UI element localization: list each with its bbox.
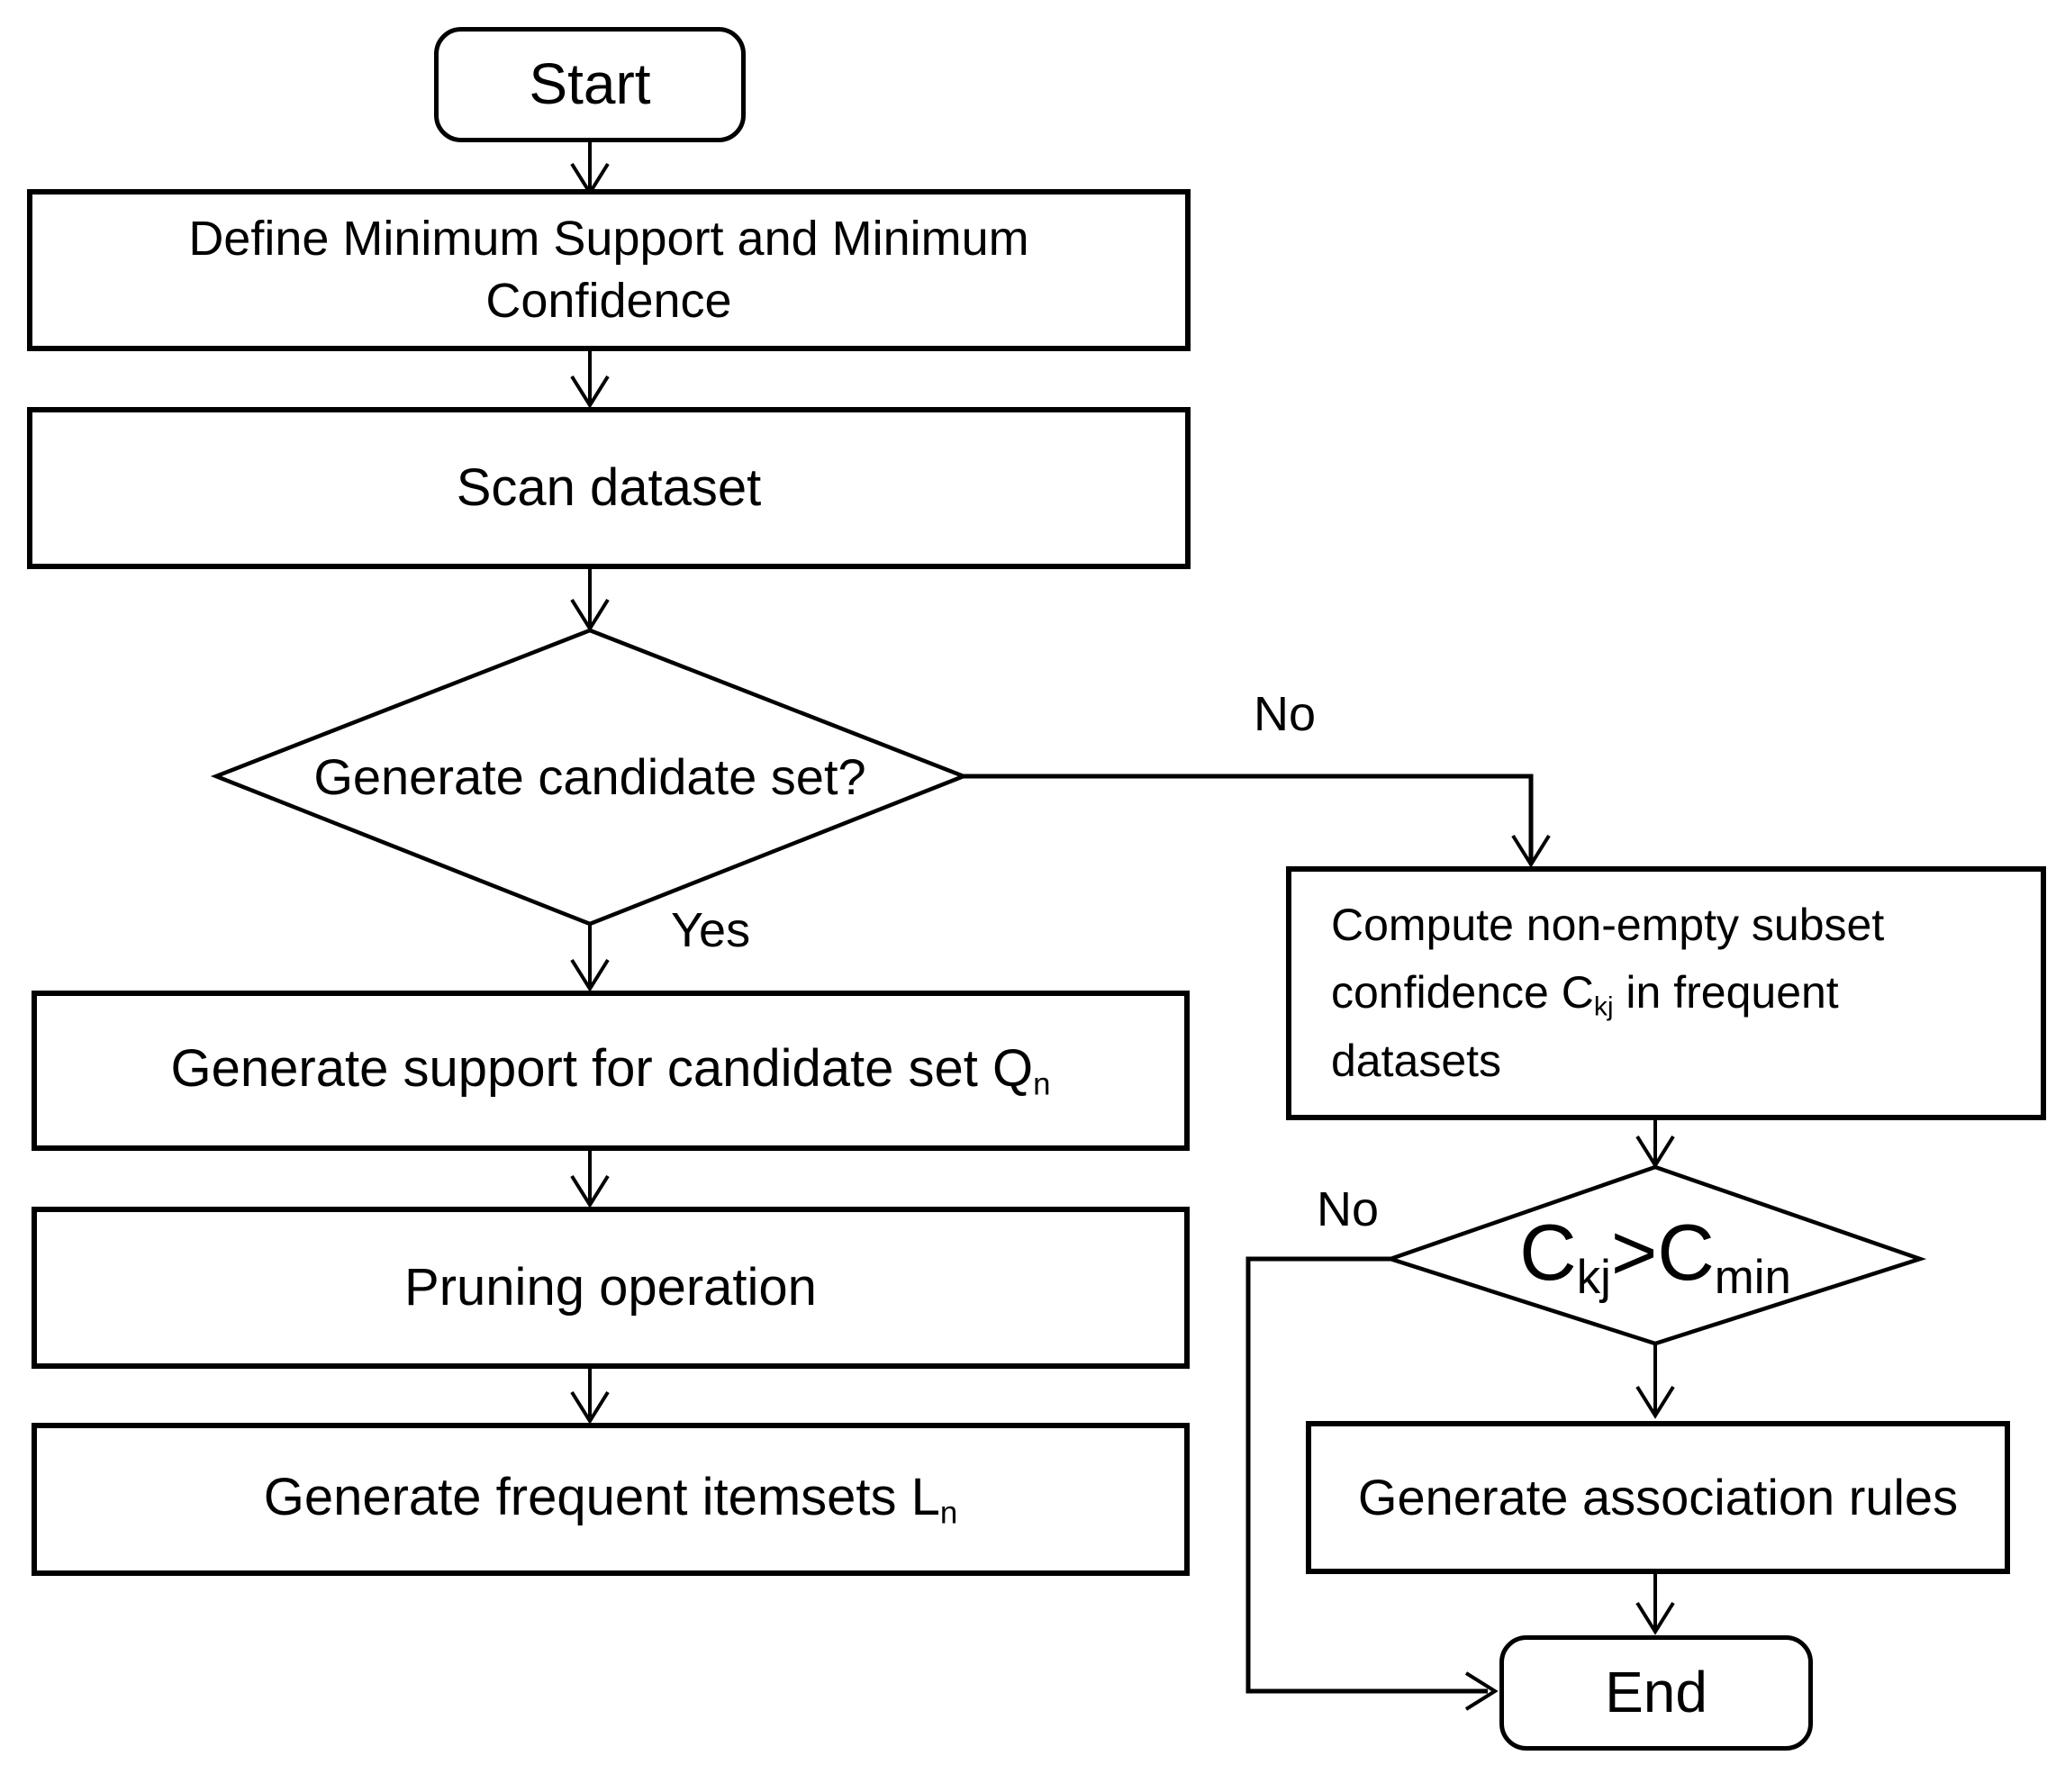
edge-no-to-end [1245, 1256, 1488, 1694]
arrowhead-decision2 [1635, 1135, 1675, 1169]
label-no-confidence: No [1317, 1182, 1380, 1236]
node-start: Start [434, 27, 746, 142]
arrowhead-end-horizontal [1464, 1671, 1499, 1711]
compute-line2: confidence Ckj in frequent [1331, 967, 1839, 1022]
arrowhead-frequent [570, 1390, 610, 1425]
arrowhead-generate-support [570, 958, 610, 992]
node-generate-frequent-itemsets: Generate frequent itemsets Ln [32, 1423, 1190, 1576]
define-label: Define Minimum Support and Minimum Confi… [188, 211, 1029, 328]
association-rules-label: Generate association rules [1357, 1469, 1959, 1526]
end-label: End [1605, 1660, 1707, 1725]
decision-generate-candidate-shape [210, 628, 970, 927]
edge-no-to-compute [964, 774, 1534, 861]
node-generate-association-rules: Generate association rules [1306, 1421, 2010, 1574]
compute-line3: datasets [1331, 1035, 1502, 1086]
node-pruning-operation: Pruning operation [32, 1207, 1190, 1369]
generate-frequent-label: Generate frequent itemsets Ln [263, 1468, 958, 1532]
arrowhead-end-vertical [1635, 1601, 1675, 1635]
pruning-label: Pruning operation [404, 1257, 817, 1317]
node-generate-support: Generate support for candidate set Qn [32, 991, 1190, 1151]
decision-confidence-shape [1383, 1164, 1927, 1346]
start-label: Start [529, 51, 651, 117]
compute-line1: Compute non-empty subset [1331, 900, 1885, 951]
arrowhead-pruning [570, 1174, 610, 1208]
node-compute-confidence: Compute non-empty subset confidence Ckj … [1286, 866, 2046, 1120]
scan-label: Scan dataset [456, 457, 762, 517]
arrowhead-decision1 [570, 598, 610, 632]
label-no-candidate: No [1254, 687, 1317, 741]
generate-support-label: Generate support for candidate set Qn [170, 1039, 1051, 1103]
arrowhead-compute [1511, 834, 1551, 868]
arrowhead-association [1635, 1385, 1675, 1419]
decision-confidence-label: Ckj>Cmin [1519, 1207, 1791, 1304]
arrowhead-scan [570, 375, 610, 409]
node-define-minimums: Define Minimum Support and Minimum Confi… [27, 189, 1191, 351]
node-end: End [1499, 1635, 1813, 1751]
label-yes: Yes [671, 903, 751, 957]
node-scan-dataset: Scan dataset [27, 407, 1191, 569]
decision-generate-candidate-label: Generate candidate set? [313, 747, 866, 805]
